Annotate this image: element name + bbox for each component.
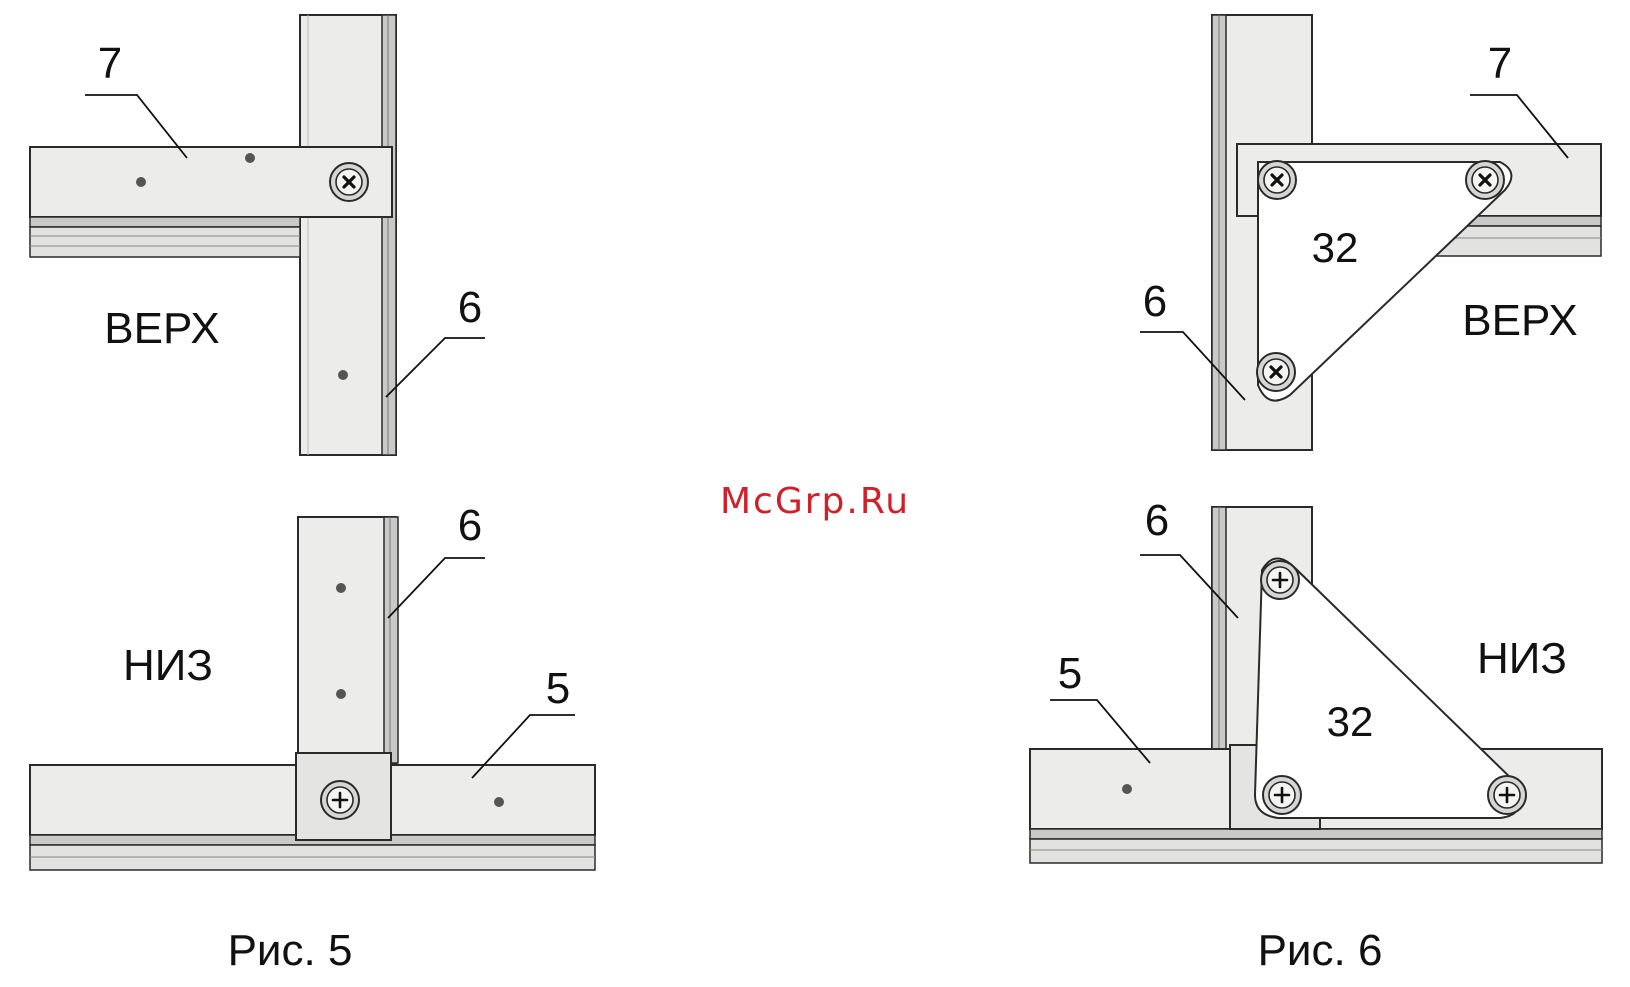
post-profile-6	[298, 517, 398, 763]
plate-label-32: 32	[1327, 698, 1374, 745]
plate-label-32: 32	[1312, 224, 1359, 271]
triangle-plate-32	[1258, 162, 1511, 401]
post-profile-6	[300, 15, 396, 455]
screw-x-icon	[1258, 161, 1296, 199]
side-label-top: ВЕРХ	[104, 304, 219, 353]
screw-plus-icon	[321, 781, 359, 819]
part-label-5: 5	[1058, 649, 1082, 698]
fig5-top-panel: ВЕРХ 7 6	[30, 15, 485, 455]
fig6-bottom-panel: 32 НИЗ 6 5	[1030, 496, 1602, 863]
figure-caption: Рис. 6	[1258, 926, 1383, 975]
part-label-6: 6	[1143, 277, 1167, 326]
watermark: McGrp.Ru	[720, 481, 910, 522]
screw-x-icon	[1466, 161, 1504, 199]
fig6-top-panel: 32 ВЕРХ 7 6	[1140, 15, 1601, 450]
screw-x-icon	[1257, 353, 1295, 391]
part-label-5: 5	[546, 664, 570, 713]
side-label-bottom: НИЗ	[123, 641, 213, 690]
fig5-bottom-panel: НИЗ 6 5	[30, 501, 595, 870]
side-label-top: ВЕРХ	[1462, 296, 1577, 345]
screw-x-icon	[330, 163, 368, 201]
triangle-plate-32	[1255, 558, 1521, 818]
leader-line-6	[388, 558, 485, 618]
screw-plus-icon	[1263, 776, 1301, 814]
figure-caption: Рис. 5	[228, 926, 353, 975]
screw-plus-icon	[1261, 561, 1299, 599]
part-label-7: 7	[98, 39, 122, 88]
leader-line-6	[386, 338, 485, 397]
part-label-6: 6	[1145, 496, 1169, 545]
part-label-7: 7	[1488, 39, 1512, 88]
side-label-bottom: НИЗ	[1477, 634, 1567, 683]
part-label-6: 6	[458, 501, 482, 550]
part-label-6: 6	[458, 283, 482, 332]
screw-plus-icon	[1488, 776, 1526, 814]
